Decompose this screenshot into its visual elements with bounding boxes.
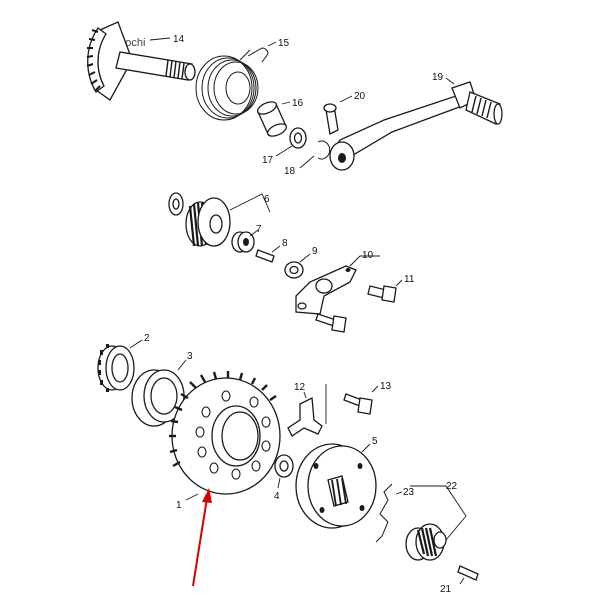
bracket-bolt-upper: 11 — [367, 274, 415, 303]
bracket-bolt-lower — [315, 313, 347, 333]
label-19: 19 — [432, 72, 444, 83]
label-7: 7 — [256, 224, 262, 235]
label-21: 21 — [440, 584, 452, 595]
label-11: 11 — [404, 274, 415, 285]
label-15: 15 — [278, 38, 290, 49]
label-16: 16 — [292, 98, 304, 109]
label-12: 12 — [294, 382, 306, 393]
starter-wheel-gear: 1 — [169, 371, 281, 511]
starter-clutch-hub: 5 — [295, 436, 378, 529]
pin: 8 — [255, 238, 288, 263]
clutch-outer-race: 3 — [131, 351, 193, 427]
label-4: 4 — [274, 491, 280, 502]
label-14: 14 — [173, 34, 185, 45]
label-23: 23 — [403, 487, 415, 498]
label-18: 18 — [284, 166, 296, 177]
idle-gear-assembly: 6 — [168, 192, 271, 247]
label-10: 10 — [362, 250, 374, 261]
wire-spring: 23 — [375, 483, 415, 543]
kick-sector-gear-shaft: 14 — [86, 21, 196, 101]
red-pointer-arrow — [192, 488, 212, 587]
label-1: 1 — [176, 500, 182, 511]
label-3: 3 — [187, 351, 193, 362]
thrust-washer: 4 — [274, 454, 294, 502]
circlip: 18 — [284, 140, 331, 177]
ratchet-plate: 12 — [287, 382, 327, 437]
label-8: 8 — [282, 238, 288, 249]
label-5: 5 — [372, 436, 378, 447]
kick-starter-lever: 19 — [329, 72, 503, 171]
one-way-bearing: 2 — [97, 333, 150, 392]
drive-gear-shaft: 21 — [440, 565, 479, 595]
label-9: 9 — [312, 246, 318, 257]
label-6: 6 — [264, 194, 270, 205]
label-17: 17 — [262, 155, 274, 166]
kick-lever-bolt: 20 — [323, 91, 366, 135]
label-13: 13 — [380, 381, 392, 392]
washer: 17 — [262, 127, 307, 166]
ratchet-guide-bracket: 10 — [295, 250, 380, 315]
ratchet-bolt: 13 — [343, 381, 392, 415]
torsion-spring — [195, 49, 259, 121]
label-20: 20 — [354, 91, 366, 102]
label-2: 2 — [144, 333, 150, 344]
label-22: 22 — [446, 481, 458, 492]
starter-drive-gear: 22 — [405, 481, 467, 561]
plain-washer: 9 — [284, 246, 318, 279]
spring-clip: 15 — [247, 38, 290, 63]
needle-bearing: 7 — [231, 224, 262, 253]
collar: 16 — [256, 98, 304, 137]
